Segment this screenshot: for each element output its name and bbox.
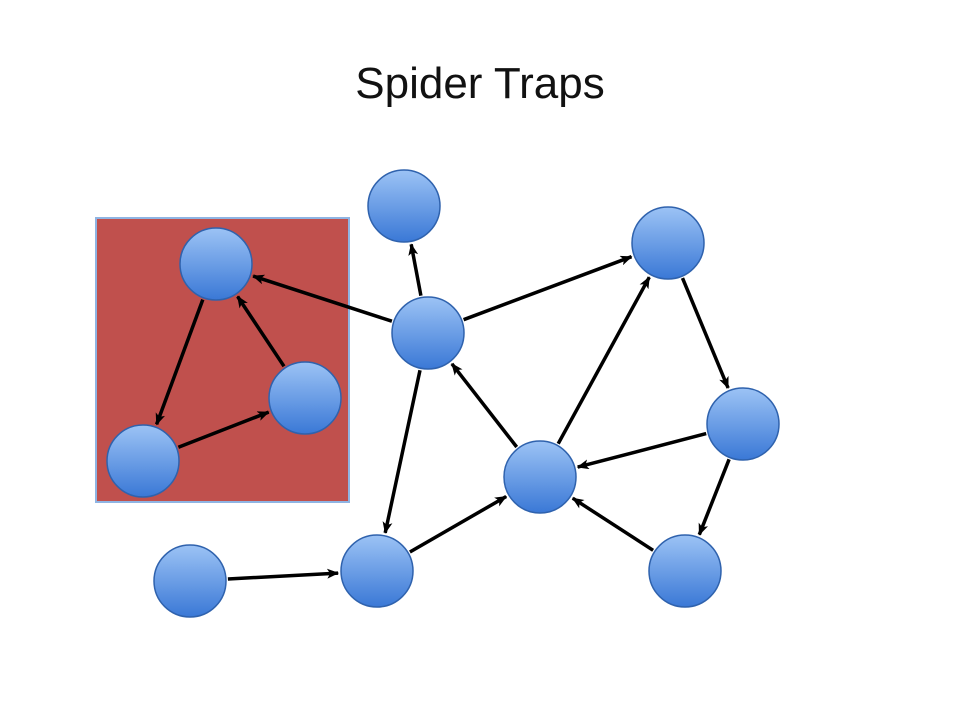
nodes-layer [106,169,780,618]
edge-upper-right-to-right [680,277,730,389]
node-hub [391,296,465,370]
edge-trap-right-to-trap-top [236,295,286,368]
edge-hub-to-upper-right [462,255,633,322]
edge-bottom-left-to-bottom-middle [227,568,340,581]
edge-center-to-hub [450,362,519,449]
edge-hub-to-trap-top [252,274,393,323]
node-bottom-middle [340,534,414,608]
node-trap-bottom [106,424,180,498]
node-center [503,440,577,514]
edge-trap-bottom-to-trap-right [177,410,270,449]
node-bottom-left [153,544,227,618]
edge-bottom-middle-to-center [409,494,508,554]
edge-hub-to-top [408,243,423,297]
edge-trap-top-to-trap-bottom [154,298,205,426]
node-top [367,169,441,243]
node-bottom-right [648,534,722,608]
node-trap-right [268,361,342,435]
slide-title: Spider Traps [355,59,605,108]
edge-bottom-right-to-center [571,496,655,552]
edge-right-to-center [576,431,707,470]
node-upper-right [631,206,705,280]
edge-hub-to-bottom-middle [382,369,422,534]
edges-layer [154,243,731,581]
node-trap-top [179,227,253,301]
node-right [706,387,780,461]
edge-right-to-bottom-right [697,458,731,536]
edge-center-to-upper-right [556,276,651,445]
